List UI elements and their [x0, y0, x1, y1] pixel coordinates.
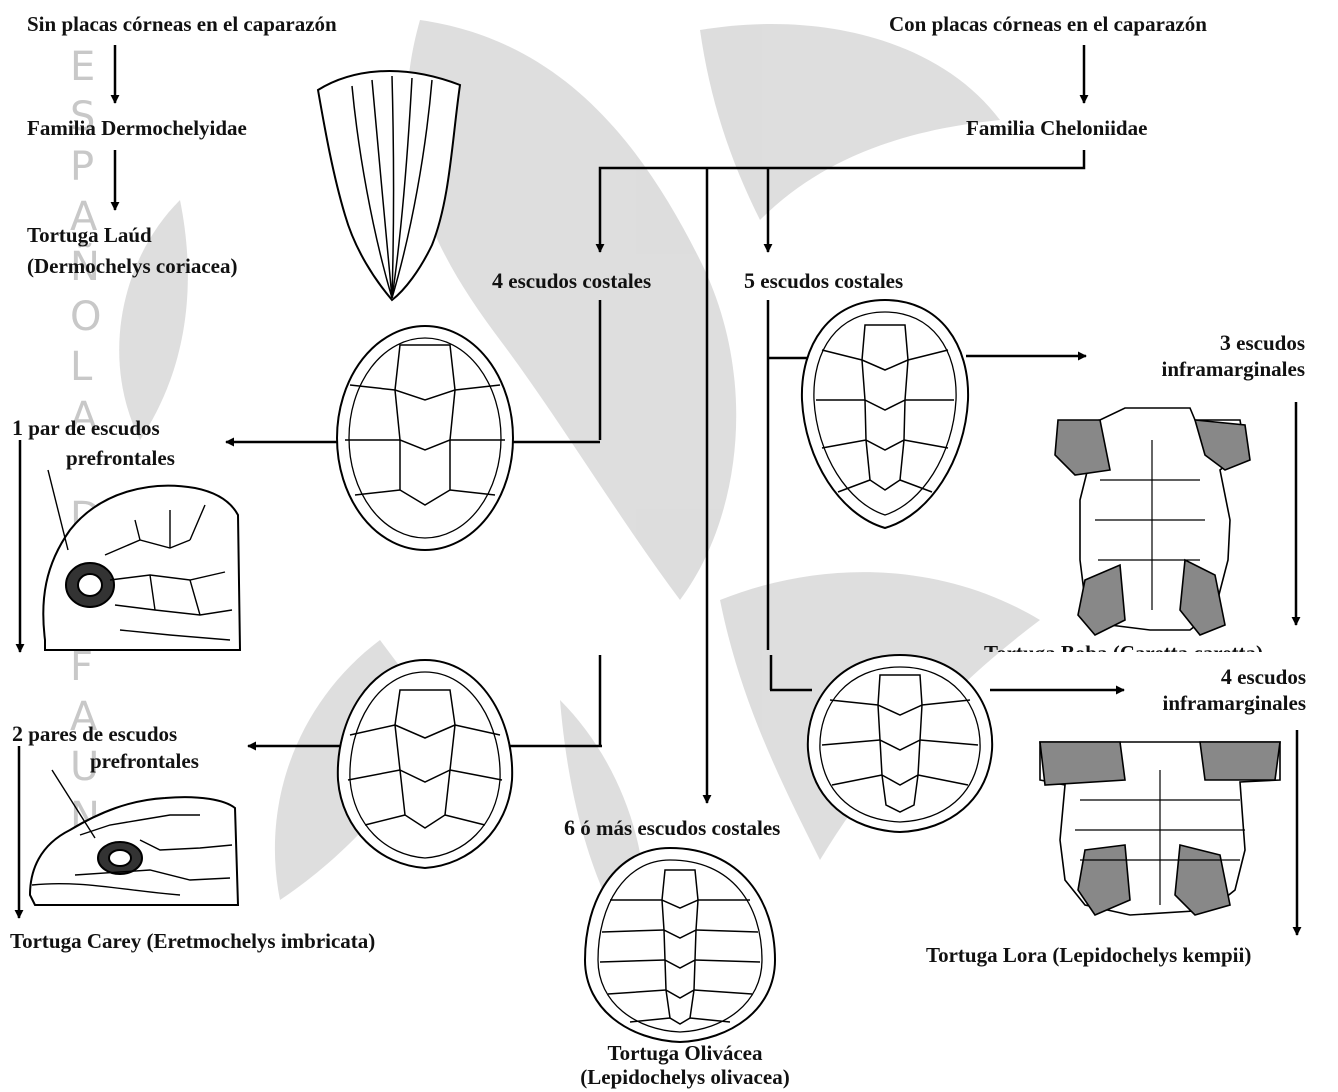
svg-text:P: P — [70, 144, 94, 190]
label-3-infra-num: 3 — [1220, 330, 1231, 355]
svg-text:E: E — [70, 44, 95, 90]
label-6-costal-text: ó más escudos costales — [580, 816, 780, 840]
svg-text:O: O — [70, 294, 101, 340]
svg-text:L: L — [70, 344, 93, 390]
label-4-costal: 4 escudos costales — [492, 268, 651, 294]
label-with-plates: Con placas córneas en el caparazón — [889, 11, 1207, 37]
label-laud-name: Tortuga Laúd — [27, 222, 152, 248]
label-2-pairs-num: 2 — [12, 721, 23, 746]
label-lora: Tortuga Lora (Lepidochelys kempii) — [926, 942, 1251, 968]
carapace-6-costal — [585, 848, 775, 1042]
label-olivacea-scientific: (Lepidochelys olivacea) — [560, 1064, 810, 1090]
head-2-pairs-drawing — [30, 770, 238, 905]
label-1-pair-line2: prefrontales — [66, 445, 175, 471]
label-6-costal: 6 ó más escudos costales — [564, 815, 780, 841]
label-1-pair: 1 par de escudos — [12, 415, 160, 441]
label-4-costal-num: 4 — [492, 268, 503, 293]
plastron-boba-drawing — [1055, 408, 1250, 635]
label-5-costal-num: 5 — [744, 268, 755, 293]
carapace-4-costal-upper — [337, 326, 513, 550]
label-4-infra-line2: inframarginales — [1130, 690, 1306, 716]
label-1-pair-num: 1 — [12, 415, 23, 440]
label-5-costal-text: escudos costales — [760, 269, 903, 293]
carapace-5-costal-upper — [802, 300, 968, 528]
label-family-dermochelyidae: Familia Dermochelyidae — [27, 115, 247, 141]
label-4-infra-num: 4 — [1221, 664, 1232, 689]
label-no-plates: Sin placas córneas en el caparazón — [27, 11, 337, 37]
label-3-infra-line2: inframarginales — [1110, 356, 1305, 382]
label-laud-scientific: (Dermochelys coriacea) — [27, 253, 237, 279]
label-1-pair-line1: par de escudos — [28, 416, 159, 440]
carapace-5-costal-lower — [808, 655, 992, 832]
label-2-pairs-line2: prefrontales — [90, 748, 199, 774]
label-3-inframarginal: 3 escudos inframarginales — [1110, 330, 1305, 382]
label-olivacea-name: Tortuga Olivácea — [560, 1040, 810, 1066]
label-5-costal: 5 escudos costales — [744, 268, 903, 294]
label-4-inframarginal: 4 escudos inframarginales — [1130, 664, 1306, 716]
label-2-pairs: 2 pares de escudos — [12, 721, 177, 747]
label-6-costal-num: 6 — [564, 815, 575, 840]
label-4-infra-line1: escudos — [1237, 665, 1306, 689]
laud-carapace-drawing — [318, 71, 460, 300]
label-3-infra-line1: escudos — [1236, 331, 1305, 355]
plastron-lora-drawing — [1040, 742, 1280, 915]
label-4-costal-text: escudos costales — [508, 269, 651, 293]
label-carey: Tortuga Carey (Eretmochelys imbricata) — [10, 928, 375, 954]
label-2-pairs-line1: pares de escudos — [28, 722, 177, 746]
carapace-4-costal-lower — [338, 660, 512, 868]
label-boba-partial: Tortuga Boba (Caretta caretta) — [984, 640, 1316, 652]
label-family-cheloniidae: Familia Cheloniidae — [966, 115, 1147, 141]
